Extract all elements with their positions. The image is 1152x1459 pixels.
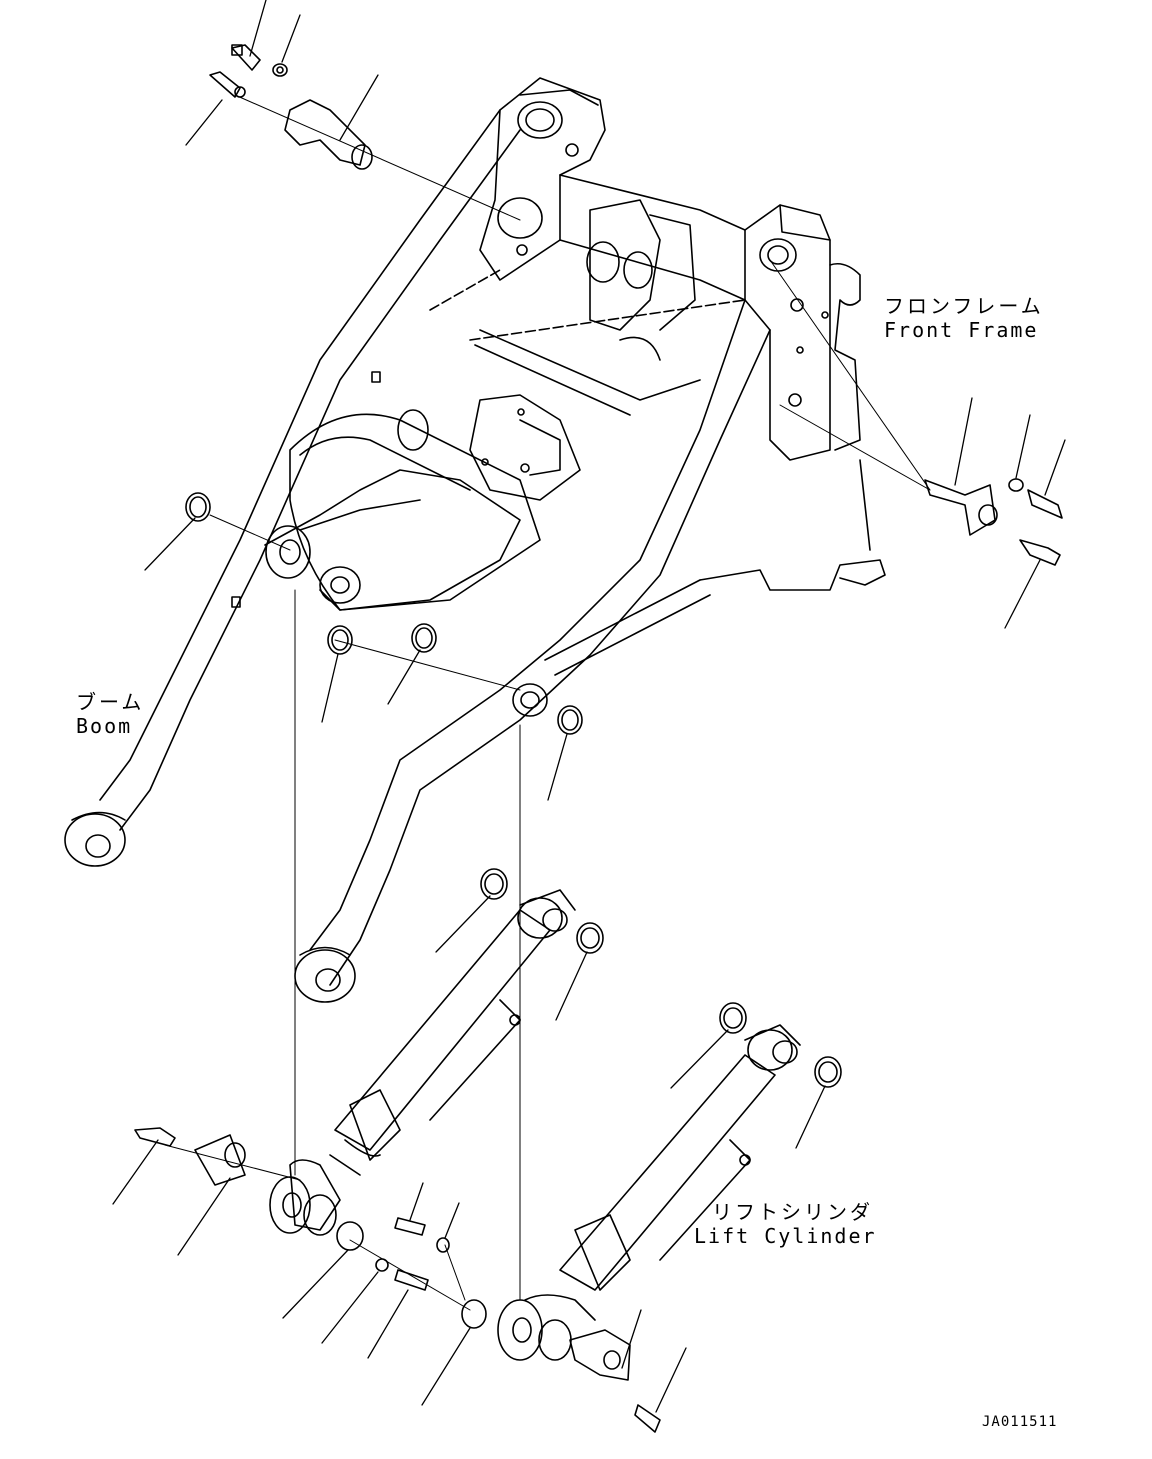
lift-cylinder-left [270, 890, 575, 1235]
drawing-id: JA011511 [982, 1414, 1058, 1430]
boom [65, 110, 770, 1002]
boom-label-en: Boom [76, 714, 133, 738]
lift-cylinder-label-en: Lift Cylinder [694, 1224, 877, 1248]
lift-cylinder-right [498, 1025, 800, 1360]
alignment-lines [165, 95, 930, 1310]
front-frame-label-jp: フロンフレーム [884, 294, 1044, 318]
leader-lines [113, 0, 1065, 1412]
boom-label-jp: ブーム [76, 690, 145, 714]
front-frame [430, 78, 885, 590]
hardware [135, 45, 1062, 1432]
front-frame-label-en: Front Frame [884, 318, 1039, 342]
lift-cylinder-label-jp: リフトシリンダ [712, 1200, 873, 1224]
